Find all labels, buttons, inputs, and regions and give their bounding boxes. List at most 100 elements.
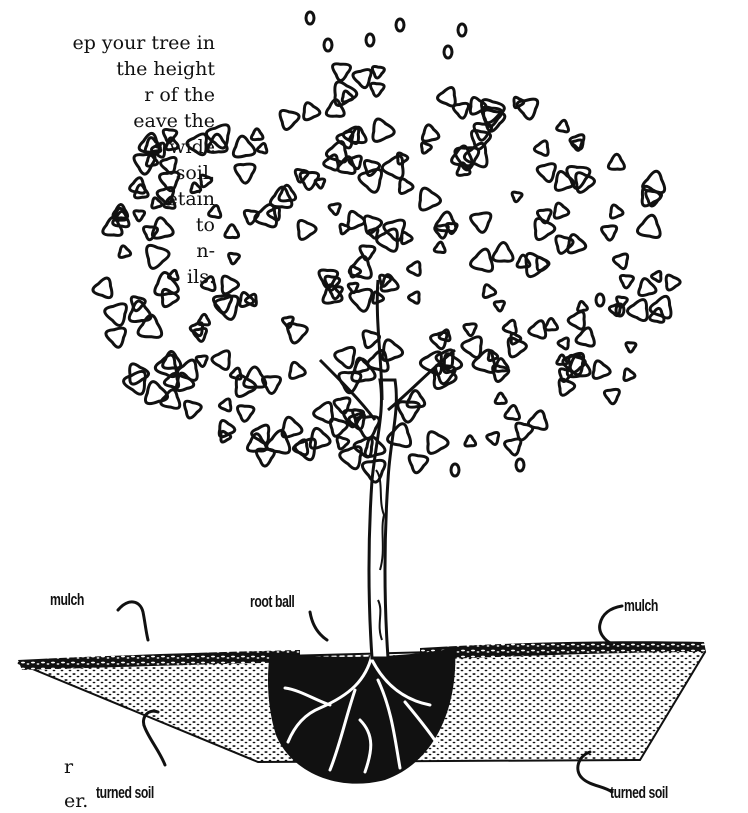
leaf-scribble	[93, 278, 112, 298]
label-mulch-left: mulch	[50, 590, 84, 610]
leaf-scribble	[652, 271, 661, 281]
leaf-scribble	[235, 164, 255, 183]
leaf-scribble	[422, 125, 438, 141]
leaf-scribble	[495, 393, 506, 403]
leaf-scribble	[666, 275, 680, 290]
leaf-scribble	[329, 204, 340, 215]
label-root-ball: root ball	[250, 592, 294, 612]
leaf-scribble	[134, 211, 145, 221]
leaf-scribble	[471, 213, 491, 232]
leaf-scribble	[567, 167, 590, 189]
leaf-scribble	[438, 87, 456, 106]
leaf	[324, 39, 332, 51]
leaf-scribble	[212, 351, 230, 370]
leaf-scribble	[465, 436, 476, 446]
leaf-scribble	[257, 143, 267, 153]
leaf-scribble	[380, 275, 391, 286]
leaf-scribble	[568, 312, 584, 329]
leaf-scribble	[293, 440, 307, 455]
leaf-scribble	[222, 276, 239, 294]
leaf-scribble	[399, 179, 413, 194]
tree-trunk	[320, 280, 455, 658]
leaf-scribble	[161, 390, 180, 409]
leaf-scribble	[184, 401, 201, 418]
leaf-scribble	[209, 206, 221, 218]
root-ball	[268, 648, 455, 784]
leaf-scribble	[371, 83, 385, 96]
leaf-scribble	[487, 432, 499, 444]
leaf-scribble	[516, 423, 533, 440]
leaf-scribble	[608, 154, 624, 169]
leaf-scribble	[602, 226, 617, 240]
leaf-scribble	[613, 254, 627, 269]
leaf-scribble	[503, 320, 516, 333]
leaf-scribble	[201, 277, 215, 291]
leaf-scribble	[517, 99, 538, 119]
leaf-scribble	[337, 437, 349, 449]
leaf-scribble	[604, 389, 619, 403]
leaf-scribble	[408, 292, 419, 303]
leaf-scribble	[471, 249, 493, 271]
leaf-scribble	[372, 67, 384, 79]
leaf-scribble	[134, 185, 148, 198]
leaf-scribble	[373, 119, 394, 141]
leaf-scribble	[348, 283, 358, 292]
leaf-scribble	[428, 432, 448, 454]
leaf-scribble	[251, 129, 263, 140]
leaf-scribble	[280, 110, 299, 129]
leaf-scribble	[166, 138, 178, 150]
label-turned-soil-left: turned soil	[96, 783, 154, 803]
leaf	[516, 459, 524, 471]
leaf-scribble	[229, 253, 240, 263]
leaf	[444, 46, 452, 58]
leaf-scribble	[529, 321, 546, 338]
leaf-scribble	[215, 296, 238, 319]
leaf-scribble	[408, 262, 421, 276]
leaf	[396, 19, 404, 31]
leaf-scribble	[219, 399, 230, 411]
leaf-scribble	[505, 405, 520, 419]
leaf-scribble	[545, 319, 557, 331]
leaf-scribble	[624, 369, 635, 381]
leaf-scribble	[363, 331, 380, 348]
leaf-scribble	[483, 285, 495, 298]
leaf-scribble	[493, 243, 513, 262]
label-turned-soil-right: turned soil	[610, 783, 668, 803]
leaf-scribble	[568, 235, 586, 253]
leaf	[306, 12, 314, 24]
leaf-scribble	[494, 301, 504, 311]
leaf-scribble	[359, 169, 382, 192]
leaf-scribble	[639, 279, 656, 296]
leaf-scribble	[147, 245, 169, 268]
leaf-scribble	[238, 406, 254, 422]
leaf-scribble	[409, 455, 428, 473]
leaf	[458, 24, 466, 36]
leaf-scribble	[626, 343, 636, 352]
leaf-scribble	[446, 223, 457, 233]
leaf-scribble	[637, 215, 660, 237]
leaf-scribble	[420, 188, 441, 210]
leaf-scribble	[290, 362, 306, 378]
leaf	[366, 34, 374, 46]
leaf-scribble	[119, 246, 131, 258]
label-mulch-right: mulch	[624, 596, 658, 616]
leaf-scribble	[155, 272, 179, 294]
leaf-scribble	[187, 134, 206, 155]
leaf-scribble	[348, 211, 365, 228]
leaf-scribble	[298, 220, 316, 239]
leaf-scribble	[593, 361, 610, 379]
leaf-scribble	[558, 338, 568, 349]
leaf-scribble	[534, 141, 548, 156]
leaf-scribble	[196, 356, 207, 367]
leaf-scribble	[105, 304, 127, 326]
leaf-scribble	[349, 156, 362, 169]
leaf-scribble	[557, 120, 569, 132]
leaf-scribble	[505, 439, 521, 455]
leaf-scribble	[304, 103, 320, 120]
leaf-scribble	[198, 314, 209, 325]
leaf-scribble	[335, 347, 355, 367]
leaf-scribble	[267, 431, 290, 454]
leaf-scribble	[627, 300, 647, 321]
leaf-scribble	[340, 224, 349, 234]
